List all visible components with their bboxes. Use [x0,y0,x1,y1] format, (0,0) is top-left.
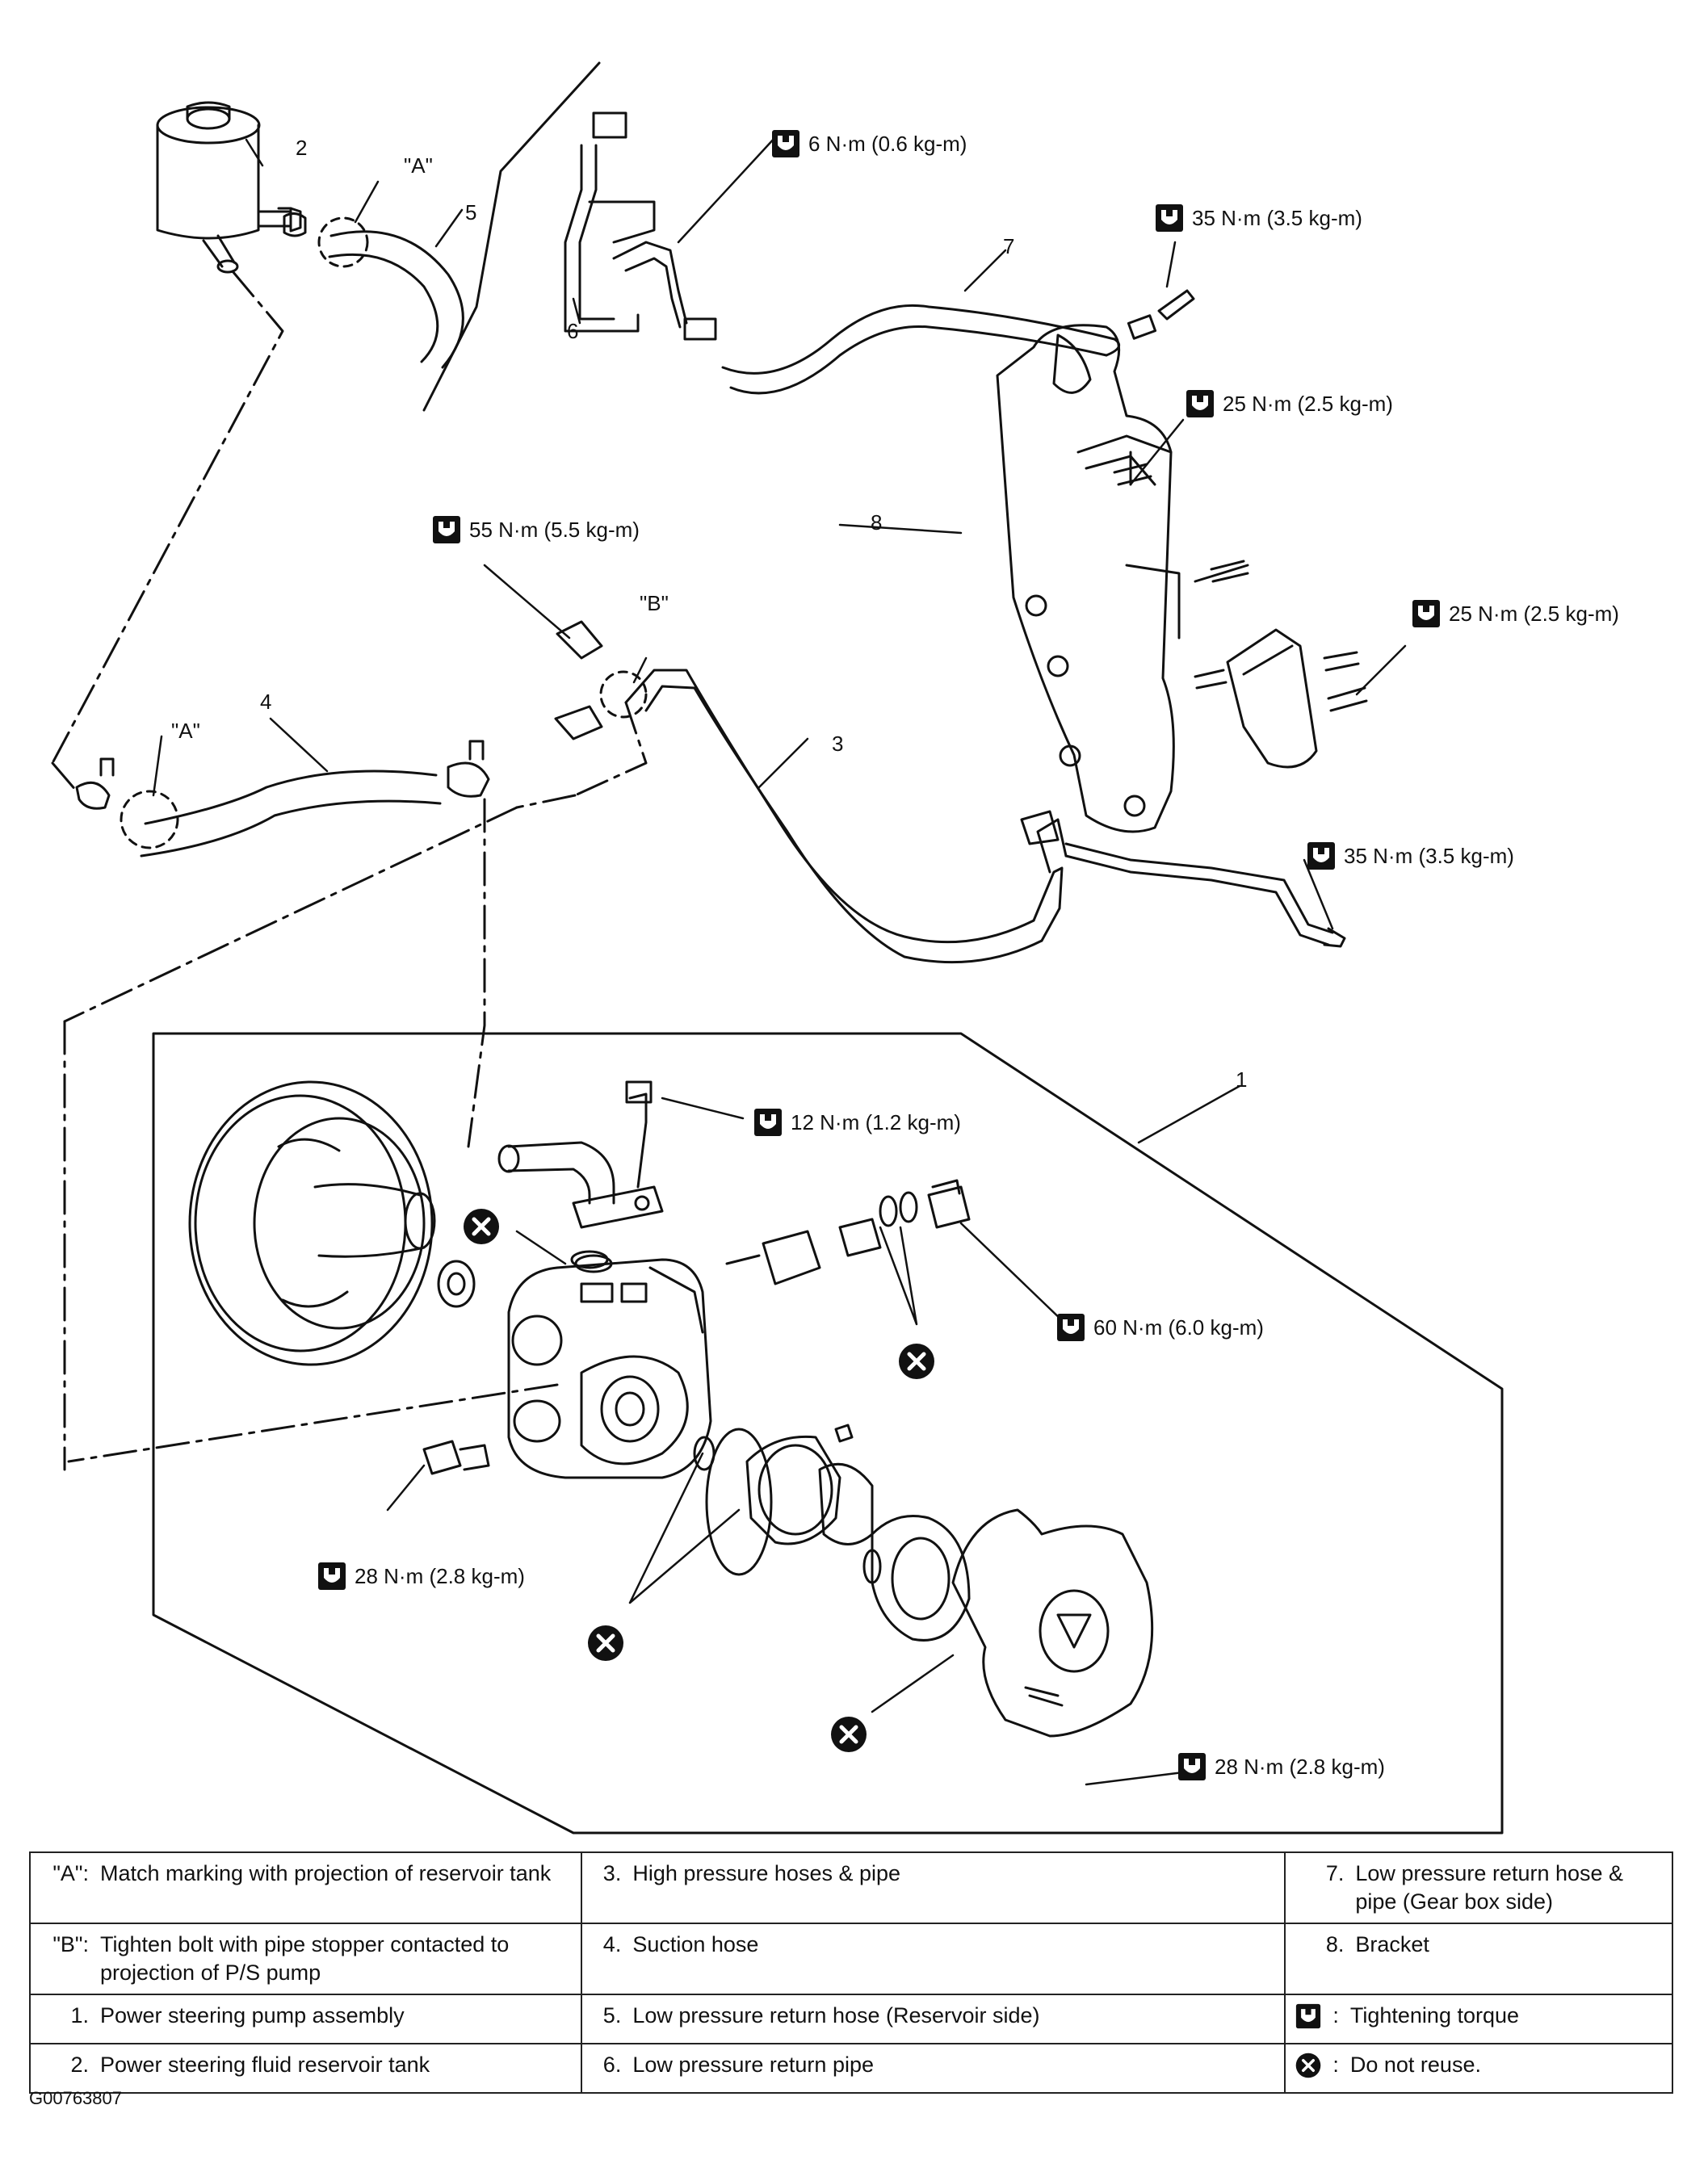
callout-2: 2 [296,136,308,160]
torque-spec-6nm: 6 N·m (0.6 kg-m) [771,129,967,158]
callout-mark-a-bottom: "A" [171,719,200,743]
table-row: "A": Match marking with projection of res… [28,1851,1673,1925]
torque-spec-60nm: 60 N·m (6.0 kg-m) [1056,1313,1264,1342]
callout-1: 1 [1236,1067,1248,1092]
callout-8: 8 [871,510,883,535]
pump-cartridge [745,1424,874,1545]
torque-wrench-icon [754,1109,782,1136]
torque-wrench-icon [1057,1314,1085,1341]
torque-spec-28nm-switch: 28 N·m (2.8 kg-m) [317,1562,525,1591]
legend-text: Bracket [1355,1932,1429,1957]
torque-wrench-icon [1412,600,1440,627]
legend-key: : [1332,2003,1339,2028]
torque-value: 6 N·m (0.6 kg-m) [808,131,967,156]
torque-wrench-icon [772,130,799,157]
torque-value: 60 N·m (6.0 kg-m) [1093,1315,1264,1340]
power-steering-exploded-diagram [51,61,1504,1835]
callout-3: 3 [832,732,844,756]
legend-key: 3. [602,1861,622,1885]
suction-pipe-fitting [497,1080,664,1269]
legend-key: 1. [70,2003,89,2028]
torque-spec-35nm-pipe: 35 N·m (3.5 kg-m) [1307,841,1514,870]
legend-text: Low pressure return pipe [632,2053,874,2078]
flow-control-valve [725,1179,971,1285]
pulley [188,1080,476,1366]
pump-assembly-outline [152,1032,1504,1835]
torque-value: 35 N·m (3.5 kg-m) [1344,843,1514,868]
legend-key: "B": [52,1932,89,1957]
torque-spec-55nm: 55 N·m (5.5 kg-m) [432,515,640,544]
legend-text: Low pressure return hose (Reservoir side… [632,2003,1040,2028]
torque-wrench-icon [318,1562,346,1590]
legend-key: 8. [1325,1932,1345,1957]
legend-text: High pressure hoses & pipe [632,1861,901,1885]
callout-mark-b: "B" [640,591,669,615]
pressure-switch [422,1440,490,1475]
legend-key: 4. [602,1932,622,1957]
legend-table: "A": Match marking with projection of res… [28,1851,1673,2094]
figure-code: G00763807 [29,2088,122,2108]
legend-key: 7. [1325,1861,1345,1885]
table-row: "B": Tighten bolt with pipe stopper conta… [28,1923,1673,1996]
legend-text: Match marking with projection of reservo… [100,1861,552,1885]
cam-ring [871,1515,971,1642]
reservoir-tank [156,101,302,274]
callout-7: 7 [1003,234,1015,258]
callout-4: 4 [260,690,272,714]
do-not-reuse-icon [899,1344,934,1379]
torque-wrench-icon [1156,204,1183,232]
callout-6: 6 [567,319,579,343]
legend-key: 6. [602,2053,622,2078]
legend-text: Power steering pump assembly [100,2003,405,2028]
torque-value: 28 N·m (2.8 kg-m) [1215,1754,1385,1779]
torque-value: 28 N·m (2.8 kg-m) [355,1563,525,1588]
pump-body [507,1258,712,1479]
torque-value: 55 N·m (5.5 kg-m) [469,517,640,542]
torque-spec-25nm-lower: 25 N·m (2.5 kg-m) [1412,599,1619,628]
do-not-reuse-icon [588,1625,623,1661]
torque-wrench-icon [433,516,460,543]
leader-lines [152,136,1407,1786]
legend-key: "A": [52,1861,89,1885]
torque-wrench-icon [1307,842,1335,870]
legend-text: Suction hose [632,1932,759,1957]
assembly-guide-lines [51,270,648,1471]
torque-spec-28nm-cover: 28 N·m (2.8 kg-m) [1177,1752,1385,1781]
do-not-reuse-icon [464,1209,499,1244]
torque-spec-35nm-gearbox: 35 N·m (3.5 kg-m) [1155,203,1362,233]
legend-key: 5. [602,2003,622,2028]
torque-value: 25 N·m (2.5 kg-m) [1449,601,1619,626]
callout-5: 5 [465,200,477,224]
do-not-reuse-icon [831,1717,867,1752]
torque-spec-25nm-upper: 25 N·m (2.5 kg-m) [1186,389,1393,418]
legend-text: Tightening torque [1349,2003,1520,2028]
legend-text: Tighten bolt with pipe stopper contacted… [100,1932,510,1986]
torque-wrench-icon [1178,1753,1206,1780]
torque-spec-12nm: 12 N·m (1.2 kg-m) [753,1108,961,1137]
o-rings [574,1254,882,1584]
torque-value: 25 N·m (2.5 kg-m) [1223,391,1393,416]
high-pressure-hoses-and-pipe [554,620,1346,964]
torque-wrench-icon [1186,390,1214,417]
hose-clamp [283,212,307,237]
table-row: 1. Power steering pump assembly 5. Low pre… [28,1994,1673,2045]
legend-text: Low pressure return hose & pipe (Gear bo… [1355,1861,1624,1914]
legend-text: Power steering fluid reservoir tank [100,2053,430,2078]
legend-text: Do not reuse. [1349,2053,1481,2078]
torque-value: 12 N·m (1.2 kg-m) [791,1109,961,1134]
legend-key: : [1332,2053,1339,2078]
table-row: 2. Power steering fluid reservoir tank 6.… [28,2043,1673,2094]
bracket-bolts [1113,451,1368,712]
low-pressure-return-pipe [564,111,717,341]
rear-cover [951,1508,1154,1738]
do-not-reuse-icon [1296,2053,1321,2078]
callout-mark-a-top: "A" [404,153,433,178]
torque-wrench-icon [1296,2003,1321,2029]
legend-key: 2. [70,2053,89,2078]
low-pressure-return-hose-gearbox [721,289,1195,395]
suction-hose [75,740,490,858]
torque-value: 35 N·m (3.5 kg-m) [1192,205,1362,230]
